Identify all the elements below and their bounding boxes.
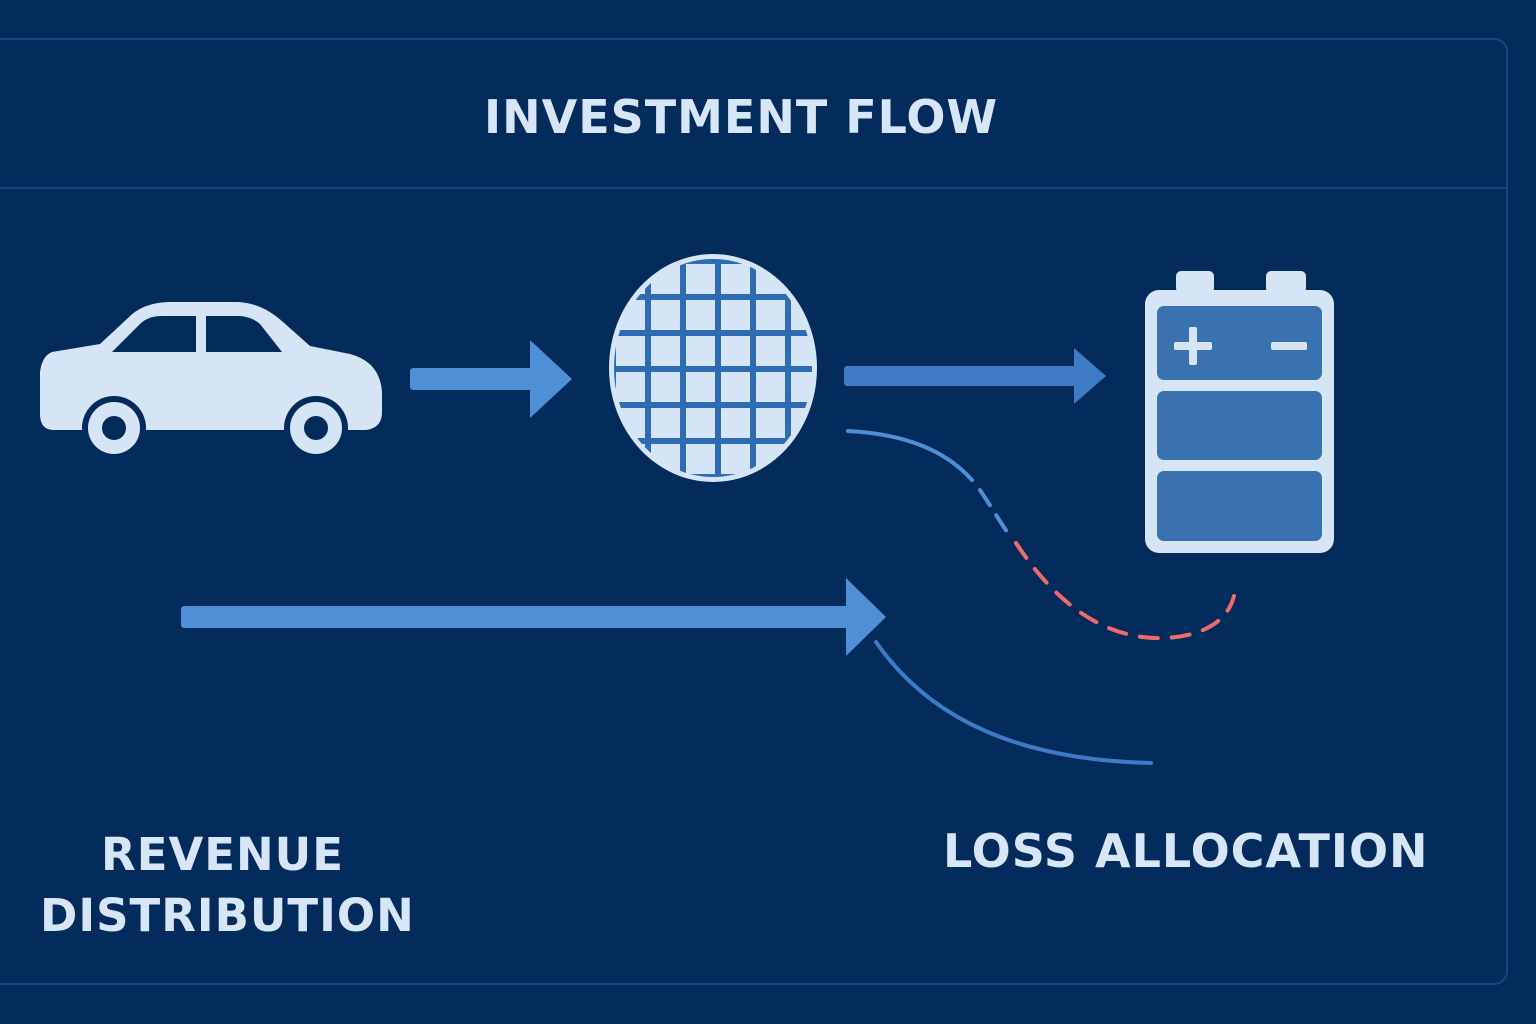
wafer-grid-icon xyxy=(609,254,817,482)
plus-icon xyxy=(1174,327,1212,365)
revenue-label-line2: DISTRIBUTION xyxy=(40,889,415,942)
content-panel xyxy=(0,38,1508,985)
loss-allocation-label: LOSS ALLOCATION xyxy=(943,824,1429,878)
return-curve xyxy=(874,640,1153,765)
arrow-revenue-flow xyxy=(181,578,886,656)
battery-icon xyxy=(1145,271,1334,553)
minus-icon xyxy=(1271,342,1307,350)
header-divider xyxy=(0,187,1508,189)
arrow-wafer-to-battery xyxy=(844,348,1106,404)
loss-curve-dashed-blue xyxy=(978,488,1012,538)
loss-curve-solid xyxy=(846,429,974,482)
loss-curve-dashed-red xyxy=(1014,541,1236,641)
revenue-label-line1: REVENUE xyxy=(101,828,344,881)
diagram-title: INVESTMENT FLOW xyxy=(484,90,999,144)
car-icon xyxy=(40,302,382,460)
revenue-distribution-label: REVENUE DISTRIBUTION xyxy=(40,824,415,946)
arrow-car-to-wafer xyxy=(410,340,572,418)
